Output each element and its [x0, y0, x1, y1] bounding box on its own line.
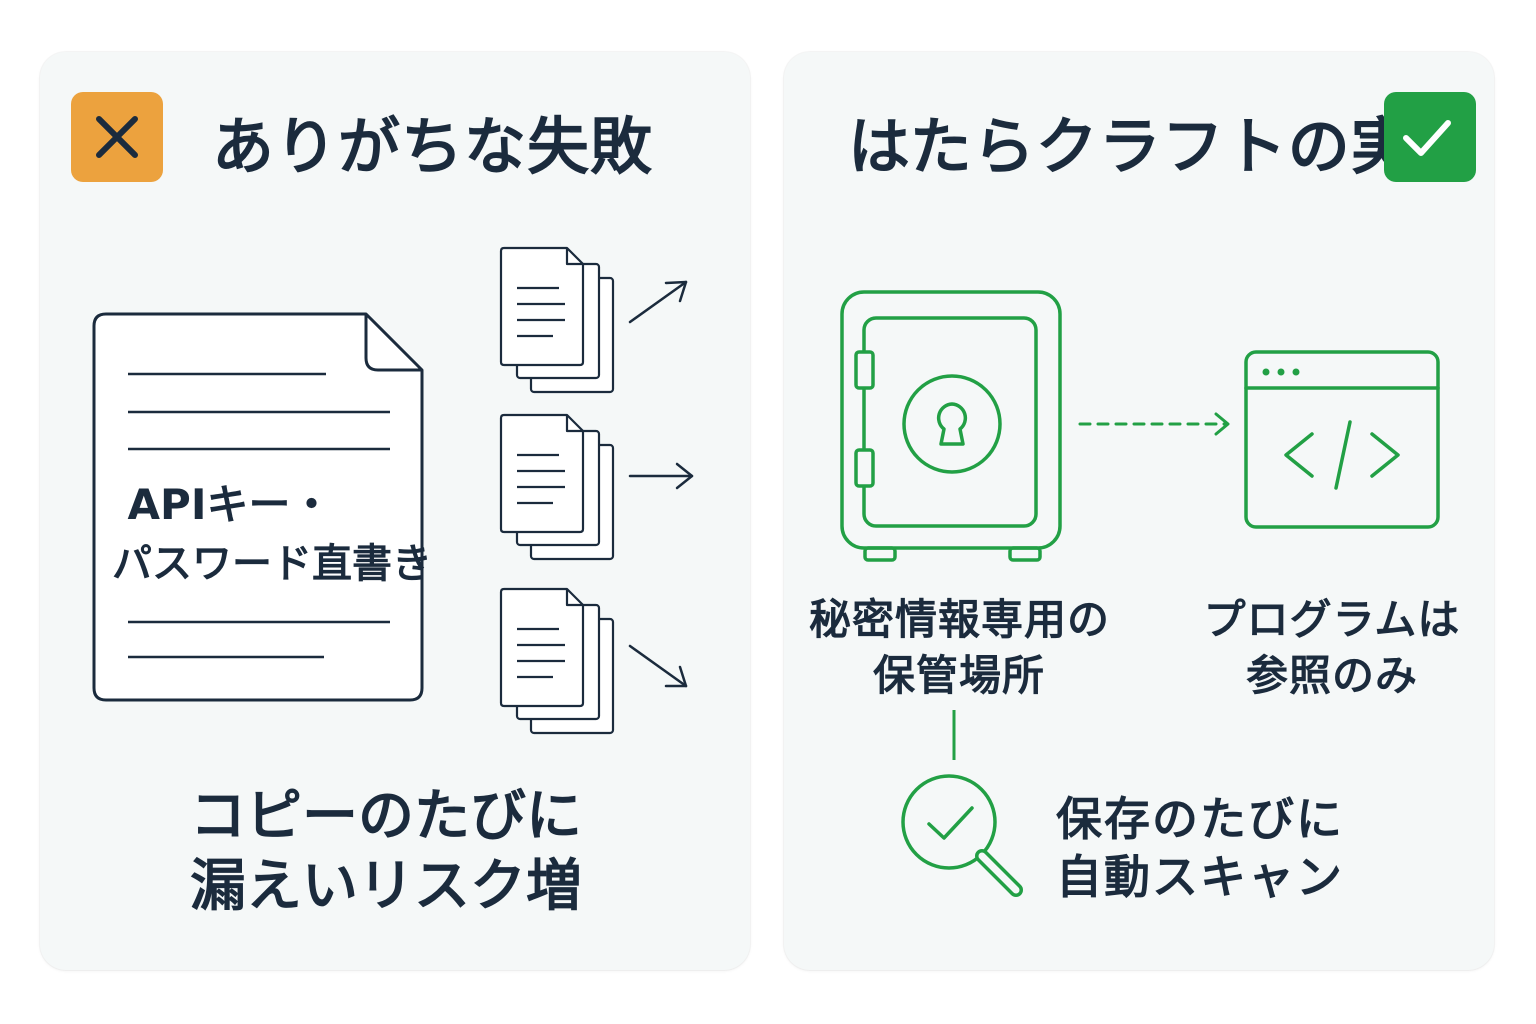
mistake-illustration	[92, 246, 694, 735]
check-mark-icon	[1403, 120, 1451, 156]
leak-arrow-right-icon	[628, 462, 694, 490]
scan-label-line2: 自動スキャン	[1056, 850, 1344, 904]
scan-label: 保存のたびに 自動スキャン	[1056, 790, 1344, 906]
vault-label: 秘密情報専用の 保管場所	[809, 592, 1109, 704]
hardcoded-document-icon	[92, 312, 424, 702]
document-label-line2: パスワード直書き	[112, 541, 432, 587]
x-mark-icon	[96, 116, 138, 158]
best-practice-panel: はたらクラフトの実践	[784, 52, 1494, 970]
mistake-caption: コピーのたびに 漏えいリスク増	[190, 782, 582, 922]
safe-icon	[840, 290, 1062, 562]
copied-document-stack-icon	[499, 587, 615, 735]
panel-title-mistake: ありがちな失敗	[212, 110, 654, 183]
magnifier-check-icon	[901, 774, 1023, 897]
check-mark-badge	[1384, 92, 1476, 182]
copied-document-stack-icon	[499, 246, 615, 394]
leak-arrow-down-icon	[628, 644, 688, 688]
x-mark-badge	[71, 92, 163, 182]
panel-title-practice: はたらクラフトの実践	[848, 110, 1477, 183]
copied-document-stack-icon	[499, 413, 615, 561]
common-mistake-panel: ありがちな失敗	[40, 52, 750, 970]
scan-label-line1: 保存のたびに	[1056, 792, 1344, 846]
program-label: プログラムは 参照のみ	[1192, 592, 1472, 704]
document-label-line1: APIキー・	[127, 480, 333, 529]
program-label-line2: 参照のみ	[1245, 651, 1418, 700]
vault-label-line2: 保管場所	[872, 651, 1045, 700]
vault-label-line1: 秘密情報専用の	[809, 595, 1111, 644]
reference-arrow-icon	[1078, 412, 1230, 436]
mistake-caption-line1: コピーのたびに	[190, 784, 582, 849]
code-window-icon	[1244, 350, 1440, 529]
program-label-line1: プログラムは	[1203, 595, 1461, 644]
leak-arrow-up-icon	[628, 280, 688, 324]
practice-illustration	[840, 290, 1440, 897]
mistake-caption-line2: 漏えいリスク増	[190, 854, 582, 919]
